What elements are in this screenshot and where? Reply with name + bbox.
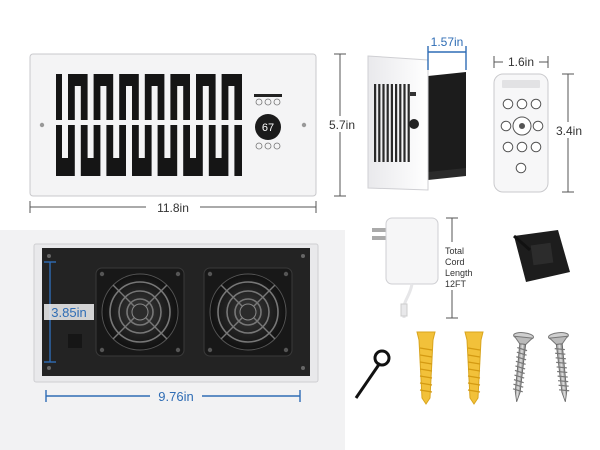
vent-front: 67: [29, 53, 317, 197]
remote-buttons: [500, 80, 544, 174]
cable-tie: [354, 349, 391, 399]
remote-width-dimension: 1.6in: [493, 54, 549, 69]
wall-anchor: [416, 331, 436, 405]
mounting-base: [513, 230, 570, 282]
cord-length-dimension: Total Cord Length 12FT: [442, 217, 478, 319]
vent-side-slots: [374, 84, 410, 162]
vent-back-height-dimension: 3.85in: [44, 261, 94, 363]
cord-label-line2: Cord: [445, 257, 465, 267]
screw: [512, 332, 535, 402]
cord-label-line3: Length: [445, 268, 473, 278]
cord-label-line1: Total: [445, 246, 464, 256]
screw: [547, 332, 570, 402]
remote-width-label: 1.6in: [508, 55, 534, 69]
vent-front-width-dimension: 11.8in: [29, 199, 317, 215]
vent-back-width-label: 9.76in: [158, 389, 193, 404]
vent-front-height-label: 5.7in: [329, 118, 355, 132]
vent-control-panel: 67: [254, 94, 282, 150]
power-adapter: [372, 217, 439, 318]
vent-back: [0, 230, 345, 450]
vent-side-depth-label: 1.57in: [431, 35, 464, 49]
wall-anchor: [464, 331, 484, 405]
vent-side-depth-dimension: 1.57in: [427, 35, 467, 70]
vent-grille: [56, 74, 242, 176]
remote-height-dimension: 3.4in: [554, 73, 584, 193]
vent-temperature-display: 67: [262, 122, 274, 134]
vent-side: [367, 55, 466, 191]
vent-back-width-dimension: 9.76in: [45, 388, 301, 404]
vent-front-height-dimension: 5.7in: [324, 53, 360, 197]
remote-height-label: 3.4in: [556, 124, 582, 138]
remote-control: [493, 73, 549, 193]
fan-left: [95, 267, 185, 357]
vent-back-height-label: 3.85in: [51, 305, 86, 320]
vent-front-width-label: 11.8in: [157, 201, 189, 215]
fan-right: [203, 267, 293, 357]
cord-label-line4: 12FT: [445, 279, 467, 289]
